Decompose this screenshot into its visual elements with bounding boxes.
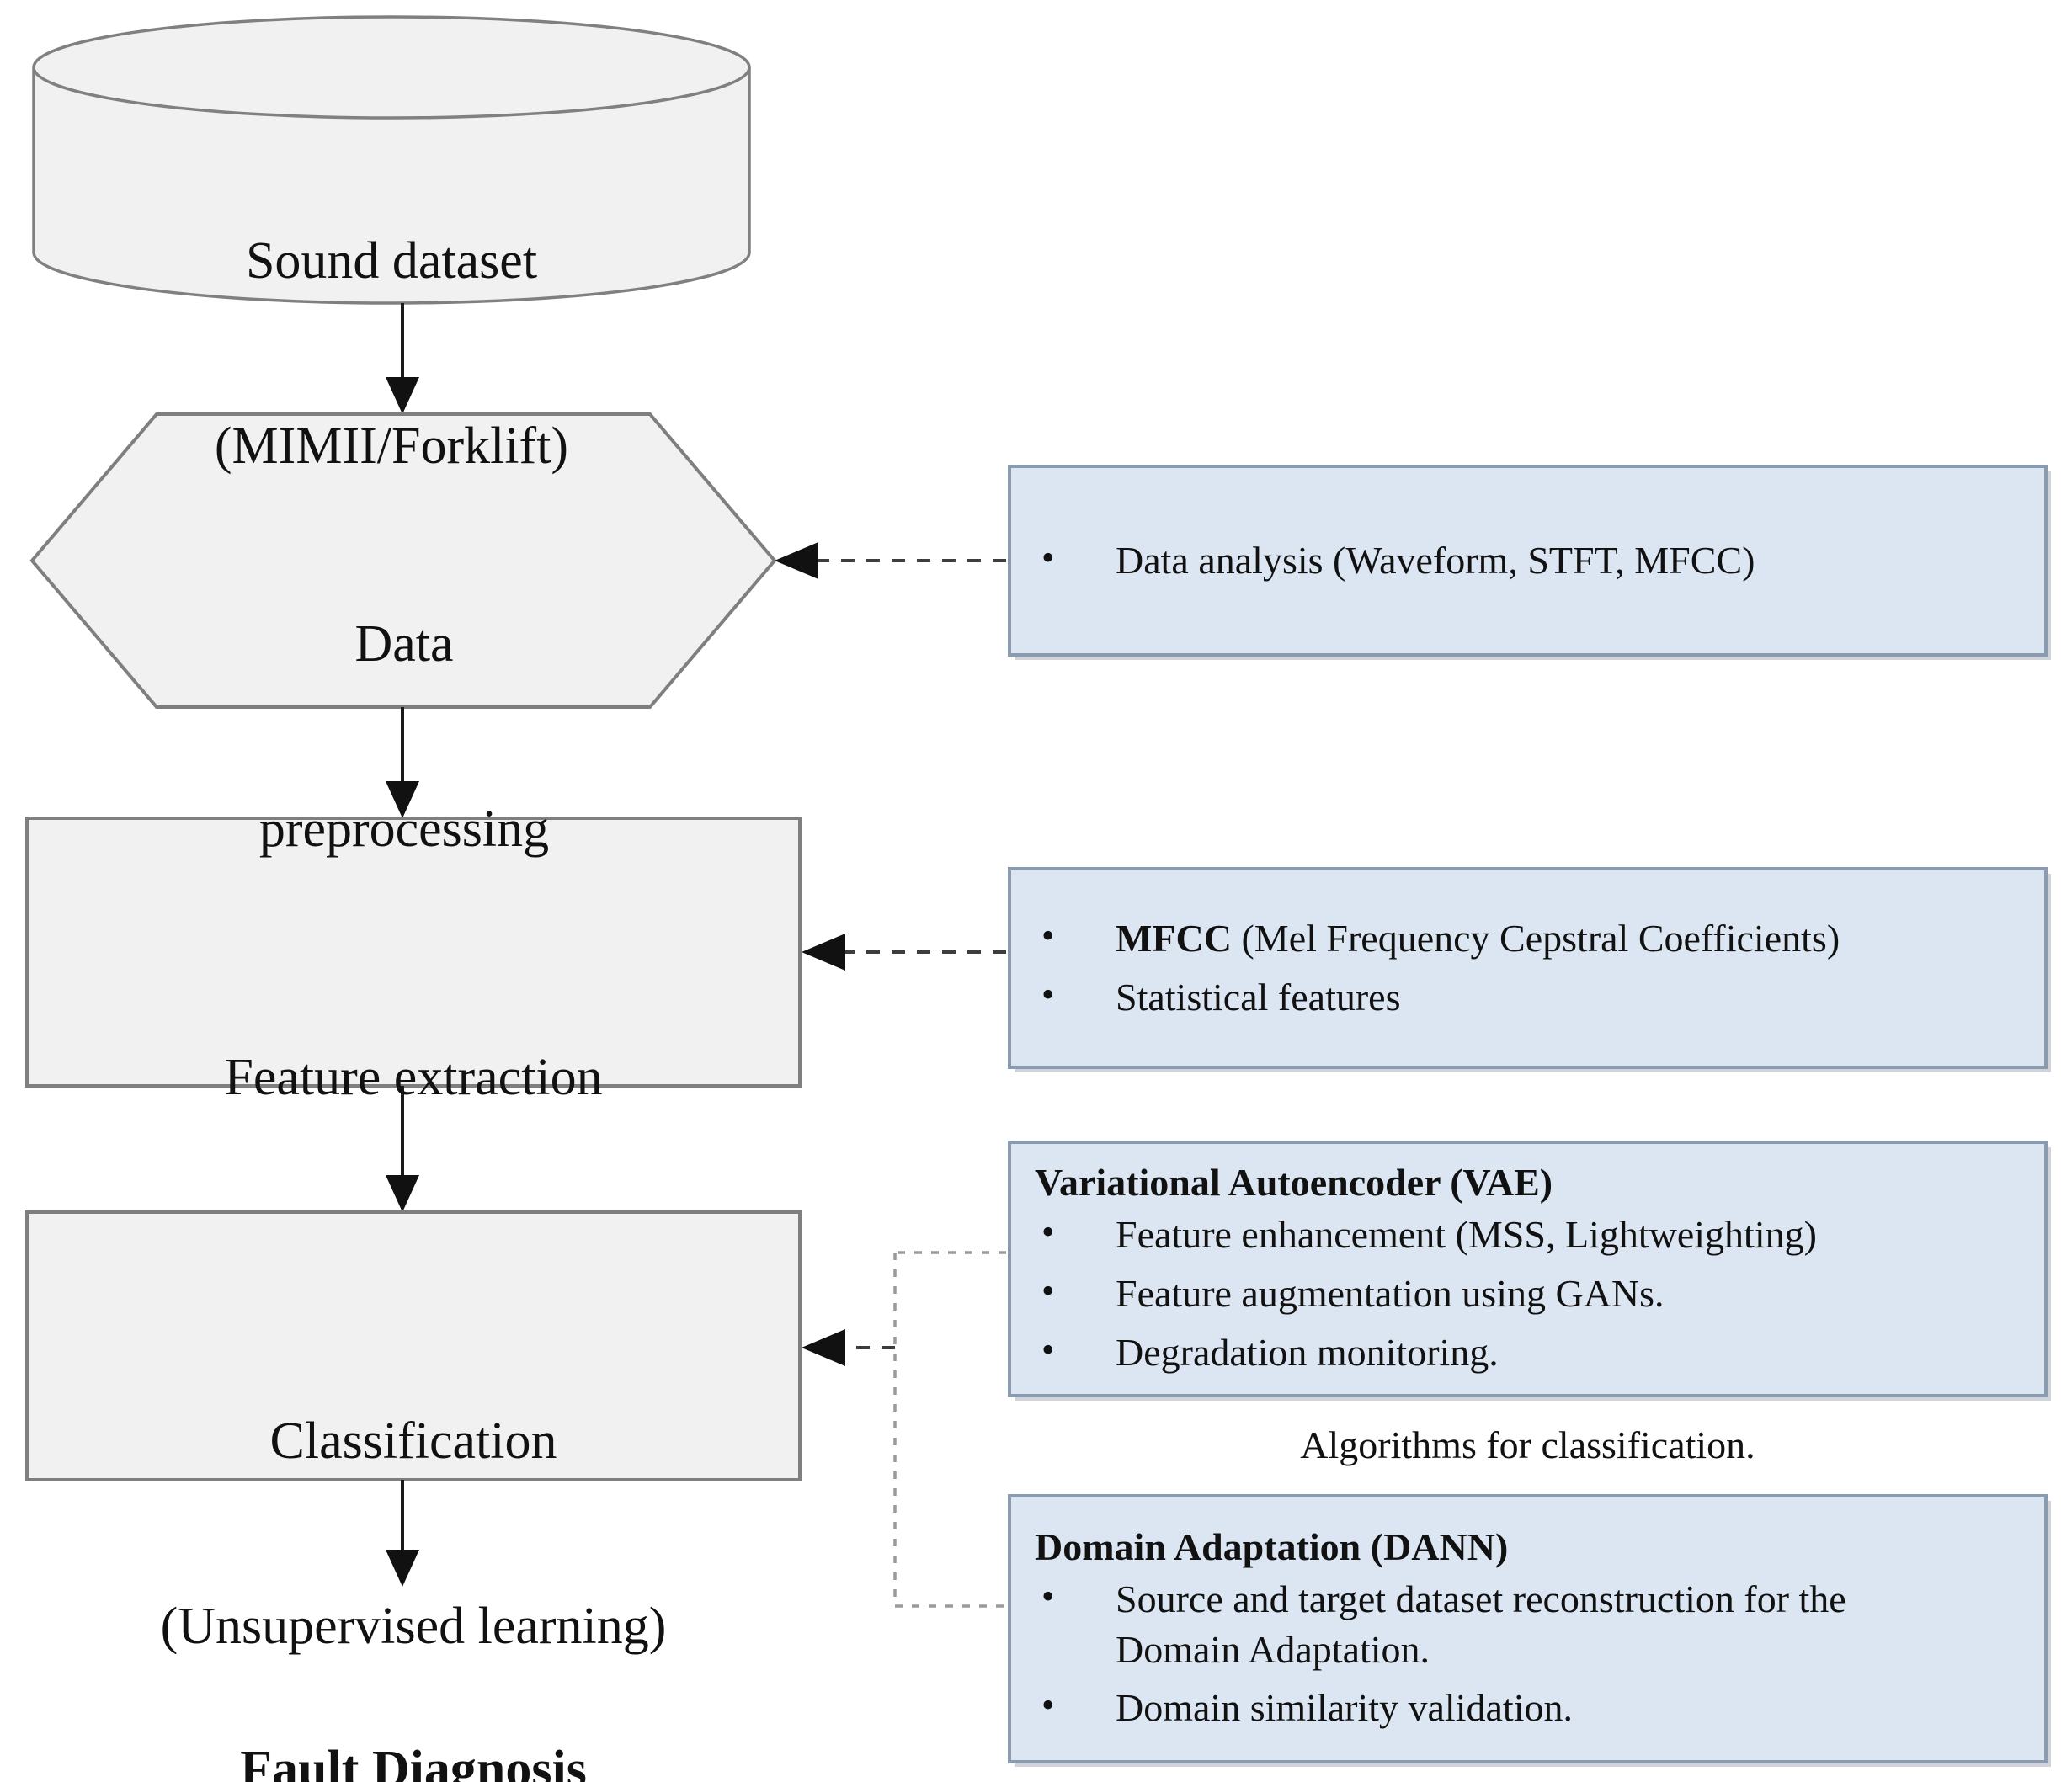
connector-classification-to-fault: [386, 1480, 419, 1587]
list-item: Feature augmentation using GANs.: [1033, 1267, 2022, 1319]
connector-info2-to-feature: [802, 934, 1006, 971]
dataset-line-1: Sound dataset: [245, 232, 538, 290]
list-item: Statistical features: [1033, 971, 2022, 1023]
preprocessing-line-2: preprocessing: [258, 800, 550, 858]
node-feature-extraction-shape: [25, 817, 802, 1088]
bullet-text: Statistical features: [1116, 976, 1401, 1019]
bullet-text: Domain similarity validation.: [1116, 1686, 1573, 1730]
node-dataset-label: Sound dataset (MIMII/Forklift): [34, 108, 749, 600]
list-item: Source and target dataset reconstruction…: [1033, 1572, 2022, 1675]
list-item: Degradation monitoring.: [1033, 1326, 2022, 1378]
preprocessing-info-bullets: Data analysis (Waveform, STFT, MFCC): [1033, 534, 2022, 586]
connector-info1-to-preprocessing: [775, 542, 1006, 579]
node-dataset-shape: [32, 15, 751, 305]
classification-line-1: Classification: [269, 1412, 557, 1471]
preprocessing-line-1: Data: [354, 615, 454, 673]
list-item: Data analysis (Waveform, STFT, MFCC): [1033, 534, 2022, 586]
info-box-dann: Domain Adaptation (DANN) Source and targ…: [1008, 1494, 2048, 1763]
caption-text: Algorithms for classification.: [1300, 1423, 1755, 1466]
bullet-emphasis: MFCC: [1116, 917, 1232, 960]
node-preprocessing-shape: [29, 412, 777, 709]
feature-extraction-line-1: Feature extraction: [224, 1049, 603, 1107]
connector-feature-to-classification: [386, 1086, 419, 1212]
connector-dataset-to-preprocessing: [386, 303, 419, 414]
bullet-text: Source and target dataset reconstruction…: [1116, 1577, 1846, 1620]
dataset-line-2: (MIMII/Forklift): [214, 417, 569, 475]
bullet-text: (Mel Frequency Cepstral Coefficients): [1231, 917, 1840, 960]
dann-info-bullets: Source and target dataset reconstruction…: [1033, 1572, 2022, 1733]
list-item: MFCC (Mel Frequency Cepstral Coefficient…: [1033, 912, 2022, 964]
connector-preprocessing-to-feature: [386, 707, 419, 818]
info-box-feature: MFCC (Mel Frequency Cepstral Coefficient…: [1008, 867, 2048, 1069]
bullet-text: Data analysis (Waveform, STFT, MFCC): [1116, 539, 1755, 582]
node-feature-extraction-label: Feature extraction: [27, 924, 800, 1232]
node-preprocessing-label: Data preprocessing: [109, 491, 699, 983]
node-classification-shape: [25, 1210, 802, 1481]
caption-algorithms: Algorithms for classification.: [1008, 1423, 2048, 1467]
feature-info-bullets: MFCC (Mel Frequency Cepstral Coefficient…: [1033, 912, 2022, 1023]
classification-line-2: (Unsupervised learning): [160, 1597, 667, 1655]
connector-algorithms-to-classification: [802, 1251, 1006, 1608]
dann-info-title: Domain Adaptation (DANN): [1035, 1524, 1509, 1568]
vae-info-title: Variational Autoencoder (VAE): [1035, 1161, 1553, 1205]
bullet-text: Feature enhancement (MSS, Lightweighting…: [1116, 1213, 1817, 1257]
node-fault-diagnosis-label: Fault Diagnosis: [27, 1616, 800, 1782]
bullet-text: Feature augmentation using GANs.: [1116, 1272, 1665, 1316]
list-item: Domain similarity validation.: [1033, 1681, 2022, 1733]
bullet-text-continuation: Domain Adaptation.: [1116, 1627, 1430, 1671]
bullet-text: Degradation monitoring.: [1116, 1330, 1499, 1374]
info-box-vae: Variational Autoencoder (VAE) Feature en…: [1008, 1141, 2048, 1397]
list-item: Feature enhancement (MSS, Lightweighting…: [1033, 1208, 2022, 1260]
vae-info-bullets: Feature enhancement (MSS, Lightweighting…: [1033, 1208, 2022, 1378]
node-classification-label: Classification (Unsupervised learning): [27, 1288, 800, 1780]
info-box-preprocessing: Data analysis (Waveform, STFT, MFCC): [1008, 465, 2048, 657]
fault-diagnosis-line-1: Fault Diagnosis: [240, 1741, 587, 1782]
